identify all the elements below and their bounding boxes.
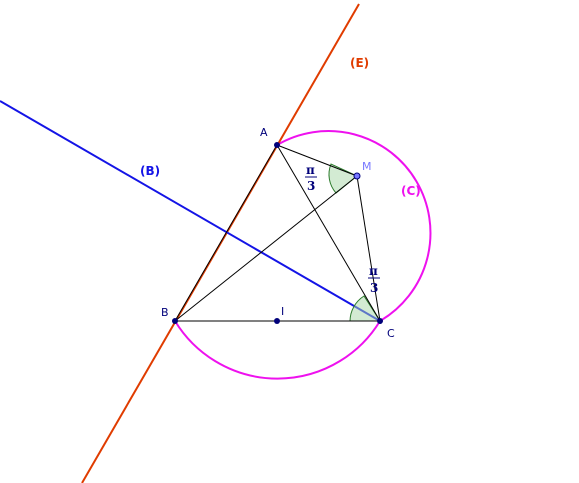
point-C[interactable] — [377, 318, 383, 324]
angle-C-denominator: 3 — [370, 281, 378, 295]
angle-mark-M — [328, 163, 358, 194]
circle-C-arc[interactable] — [174, 130, 432, 380]
point-A[interactable] — [274, 142, 280, 148]
label-M: M — [362, 160, 372, 173]
label-circle-C: (C) — [401, 184, 421, 198]
label-B: B — [161, 306, 169, 319]
angle-C-numerator: π — [369, 264, 378, 278]
segment-AM[interactable] — [276, 144, 358, 177]
angle-mark-C — [349, 295, 381, 322]
label-line-B: (B) — [140, 164, 160, 178]
label-line-E: (E) — [350, 56, 369, 70]
angle-M-numerator: π — [306, 163, 315, 177]
label-A: A — [260, 126, 268, 139]
point-B[interactable] — [172, 318, 178, 324]
line-B[interactable] — [0, 100, 381, 322]
point-M[interactable] — [353, 172, 361, 180]
label-I: I — [281, 305, 284, 318]
segment-AB[interactable] — [174, 144, 278, 322]
segment-BM[interactable] — [174, 175, 358, 322]
angle-M-denominator: 3 — [307, 179, 315, 193]
point-I[interactable] — [274, 318, 280, 324]
line-E[interactable] — [81, 3, 360, 483]
label-C: C — [387, 327, 395, 340]
segment-MC[interactable] — [356, 175, 381, 322]
segment-AC[interactable] — [276, 144, 381, 322]
